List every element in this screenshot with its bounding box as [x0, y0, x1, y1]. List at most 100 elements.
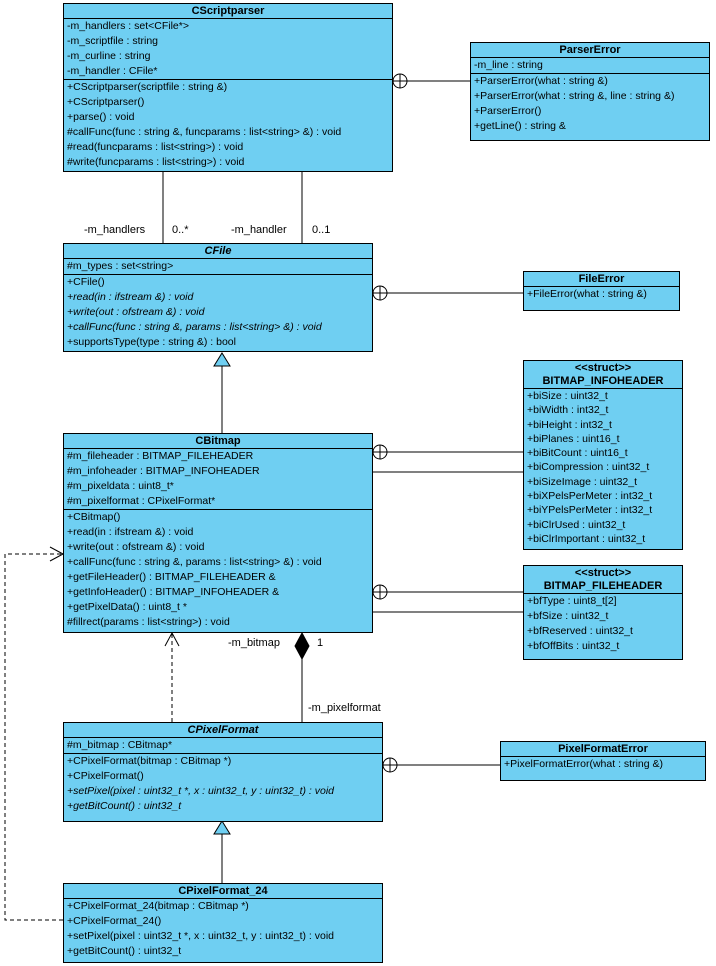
operations-section: +CBitmap() +read(in : ifstream &) : void…: [64, 510, 372, 630]
operation: +CPixelFormat_24(bitmap : CBitmap *): [67, 900, 249, 912]
containment-anchor-icon: [382, 757, 398, 773]
attributes-section: #m_bitmap : CBitmap*: [64, 738, 382, 754]
generalization-triangle-icon: [213, 352, 231, 367]
composition-diamond-icon: [294, 631, 310, 661]
composition-cbitmap-cpixelformat[interactable]: [294, 631, 310, 722]
attribute: +bfSize : uint32_t: [527, 610, 609, 622]
class-title: <<struct>> BITMAP_FILEHEADER: [524, 566, 682, 594]
attribute: +biClrImportant : uint32_t: [527, 532, 646, 545]
attribute: #m_pixeldata : uint8_t*: [67, 480, 174, 492]
operation: +CPixelFormat(bitmap : CBitmap *): [67, 755, 232, 767]
dependency-cpixelformat24-cbitmap[interactable]: [4, 546, 64, 921]
attribute: +bfReserved : uint32_t: [527, 625, 633, 637]
operation: +ParserError(what : string &, line : str…: [474, 90, 675, 102]
attribute: -m_line : string: [474, 59, 543, 71]
multiplicity-m-handlers: 0..*: [172, 224, 189, 236]
attribute: +biHeight : int32_t: [527, 418, 612, 431]
class-title: CBitmap: [64, 434, 372, 449]
operation: +callFunc(func : string &, params : list…: [67, 556, 322, 568]
anchor-scriptparser-parsererror[interactable]: [392, 73, 470, 89]
attribute: -m_curline : string: [67, 50, 151, 62]
operation: +PixelFormatError(what : string &): [504, 758, 663, 770]
operations-section: +PixelFormatError(what : string &): [501, 757, 705, 772]
attribute: -m_handlers : set<CFile*>: [67, 20, 189, 32]
operation: +FileError(what : string &): [527, 288, 647, 300]
operations-section: +CScriptparser(scriptfile : string &) +C…: [64, 80, 392, 170]
anchor-cpixelformat-pixelformaterror[interactable]: [382, 757, 500, 773]
attribute: #m_infoheader : BITMAP_INFOHEADER: [67, 465, 260, 477]
containment-anchor-icon: [372, 285, 388, 301]
attribute: #m_types : set<string>: [67, 260, 174, 272]
operation: #fillrect(params : list<string>) : void: [67, 616, 230, 628]
generalization-cbitmap-cfile[interactable]: [213, 352, 231, 433]
operation: +parse() : void: [67, 111, 135, 123]
role-label-m-bitmap: -m_bitmap: [228, 637, 280, 649]
class-title: <<struct>> BITMAP_INFOHEADER: [524, 361, 682, 389]
anchor-cfile-fileerror[interactable]: [372, 285, 523, 301]
class-title: PixelFormatError: [501, 742, 705, 757]
attribute: -m_handler : CFile*: [67, 65, 158, 77]
class-box-bitmap-infoheader[interactable]: <<struct>> BITMAP_INFOHEADER +biSize : u…: [523, 360, 683, 550]
anchor-cbitmap-infoheader[interactable]: [372, 444, 523, 460]
operation: +getBitCount() : uint32_t: [67, 945, 182, 957]
class-title: CFile: [64, 244, 372, 259]
class-box-pixelformaterror[interactable]: PixelFormatError +PixelFormatError(what …: [500, 741, 706, 781]
operation: +write(out : ofstream &) : void: [67, 541, 205, 553]
attribute: +biCompression : uint32_t: [527, 461, 650, 474]
attribute: #m_pixelformat : CPixelFormat*: [67, 495, 216, 507]
role-label-m-handler: -m_handler: [231, 224, 287, 236]
operation: +CBitmap(): [67, 511, 121, 523]
operation: +CFile(): [67, 276, 105, 288]
stereotype: <<struct>>: [574, 567, 632, 579]
class-box-cbitmap[interactable]: CBitmap #m_fileheader : BITMAP_FILEHEADE…: [63, 433, 373, 633]
class-title: CPixelFormat: [64, 723, 382, 738]
stereotype: <<struct>>: [574, 362, 632, 374]
generalization-cpixelformat24-cpixelformat[interactable]: [213, 820, 231, 883]
containment-anchor-icon: [372, 584, 388, 600]
containment-anchor-icon: [392, 73, 408, 89]
class-box-parsererror[interactable]: ParserError -m_line : string +ParserErro…: [470, 42, 710, 141]
class-box-fileerror[interactable]: FileError +FileError(what : string &): [523, 271, 680, 311]
attributes-section: #m_types : set<string>: [64, 259, 372, 275]
attribute: -m_scriptfile : string: [67, 35, 159, 47]
operation: #callFunc(func : string &, funcparams : …: [67, 126, 342, 138]
struct-name: BITMAP_FILEHEADER: [543, 580, 663, 592]
multiplicity-m-handler: 0..1: [312, 224, 331, 236]
struct-name: BITMAP_INFOHEADER: [542, 375, 664, 387]
dependency-cpixelformat-cbitmap[interactable]: [164, 632, 180, 722]
role-label-m-pixelformat: -m_pixelformat: [308, 702, 381, 714]
operation: +getPixelData() : uint8_t *: [67, 601, 187, 613]
attributes-section: -m_handlers : set<CFile*> -m_scriptfile …: [64, 19, 392, 80]
operation: #write(funcparams : list<string>) : void: [67, 156, 245, 168]
class-box-bitmap-fileheader[interactable]: <<struct>> BITMAP_FILEHEADER +bfType : u…: [523, 565, 683, 660]
operation: +getBitCount() : uint32_t: [67, 800, 182, 812]
operations-section: +ParserError(what : string &) +ParserErr…: [471, 74, 709, 134]
operation: +getInfoHeader() : BITMAP_INFOHEADER &: [67, 586, 280, 598]
class-title: CScriptparser: [64, 4, 392, 19]
operation: +setPixel(pixel : uint32_t *, x : uint32…: [67, 930, 335, 942]
attributes-section: #m_fileheader : BITMAP_FILEHEADER #m_inf…: [64, 449, 372, 510]
anchor-cbitmap-fileheader[interactable]: [372, 584, 523, 600]
attribute: +biClrUsed : uint32_t: [527, 518, 626, 531]
attributes-section: -m_line : string: [471, 58, 709, 74]
class-box-cpixelformat24[interactable]: CPixelFormat_24 +CPixelFormat_24(bitmap …: [63, 883, 383, 963]
attribute: +bfType : uint8_t[2]: [527, 595, 617, 607]
class-title: ParserError: [471, 43, 709, 58]
attribute: +biPlanes : uint16_t: [527, 432, 620, 445]
operation: +ParserError(): [474, 105, 542, 117]
open-arrowhead-icon: [49, 546, 64, 562]
operation: +CScriptparser(scriptfile : string &): [67, 81, 228, 93]
operation: +setPixel(pixel : uint32_t *, x : uint32…: [67, 785, 335, 797]
attribute: +biSize : uint32_t: [527, 390, 608, 402]
operations-section: +CPixelFormat_24(bitmap : CBitmap *) +CP…: [64, 899, 382, 959]
class-box-cpixelformat[interactable]: CPixelFormat #m_bitmap : CBitmap* +CPixe…: [63, 722, 383, 822]
open-arrowhead-icon: [164, 632, 180, 647]
operations-section: +CFile() +read(in : ifstream &) : void +…: [64, 275, 372, 350]
class-box-cfile[interactable]: CFile #m_types : set<string> +CFile() +r…: [63, 243, 373, 352]
class-box-cscriptparser[interactable]: CScriptparser -m_handlers : set<CFile*> …: [63, 3, 393, 172]
operations-section: +CPixelFormat(bitmap : CBitmap *) +CPixe…: [64, 754, 382, 814]
multiplicity-m-bitmap: 1: [317, 637, 324, 649]
operation: +supportsType(type : string &) : bool: [67, 336, 236, 348]
operation: +CPixelFormat(): [67, 770, 144, 782]
